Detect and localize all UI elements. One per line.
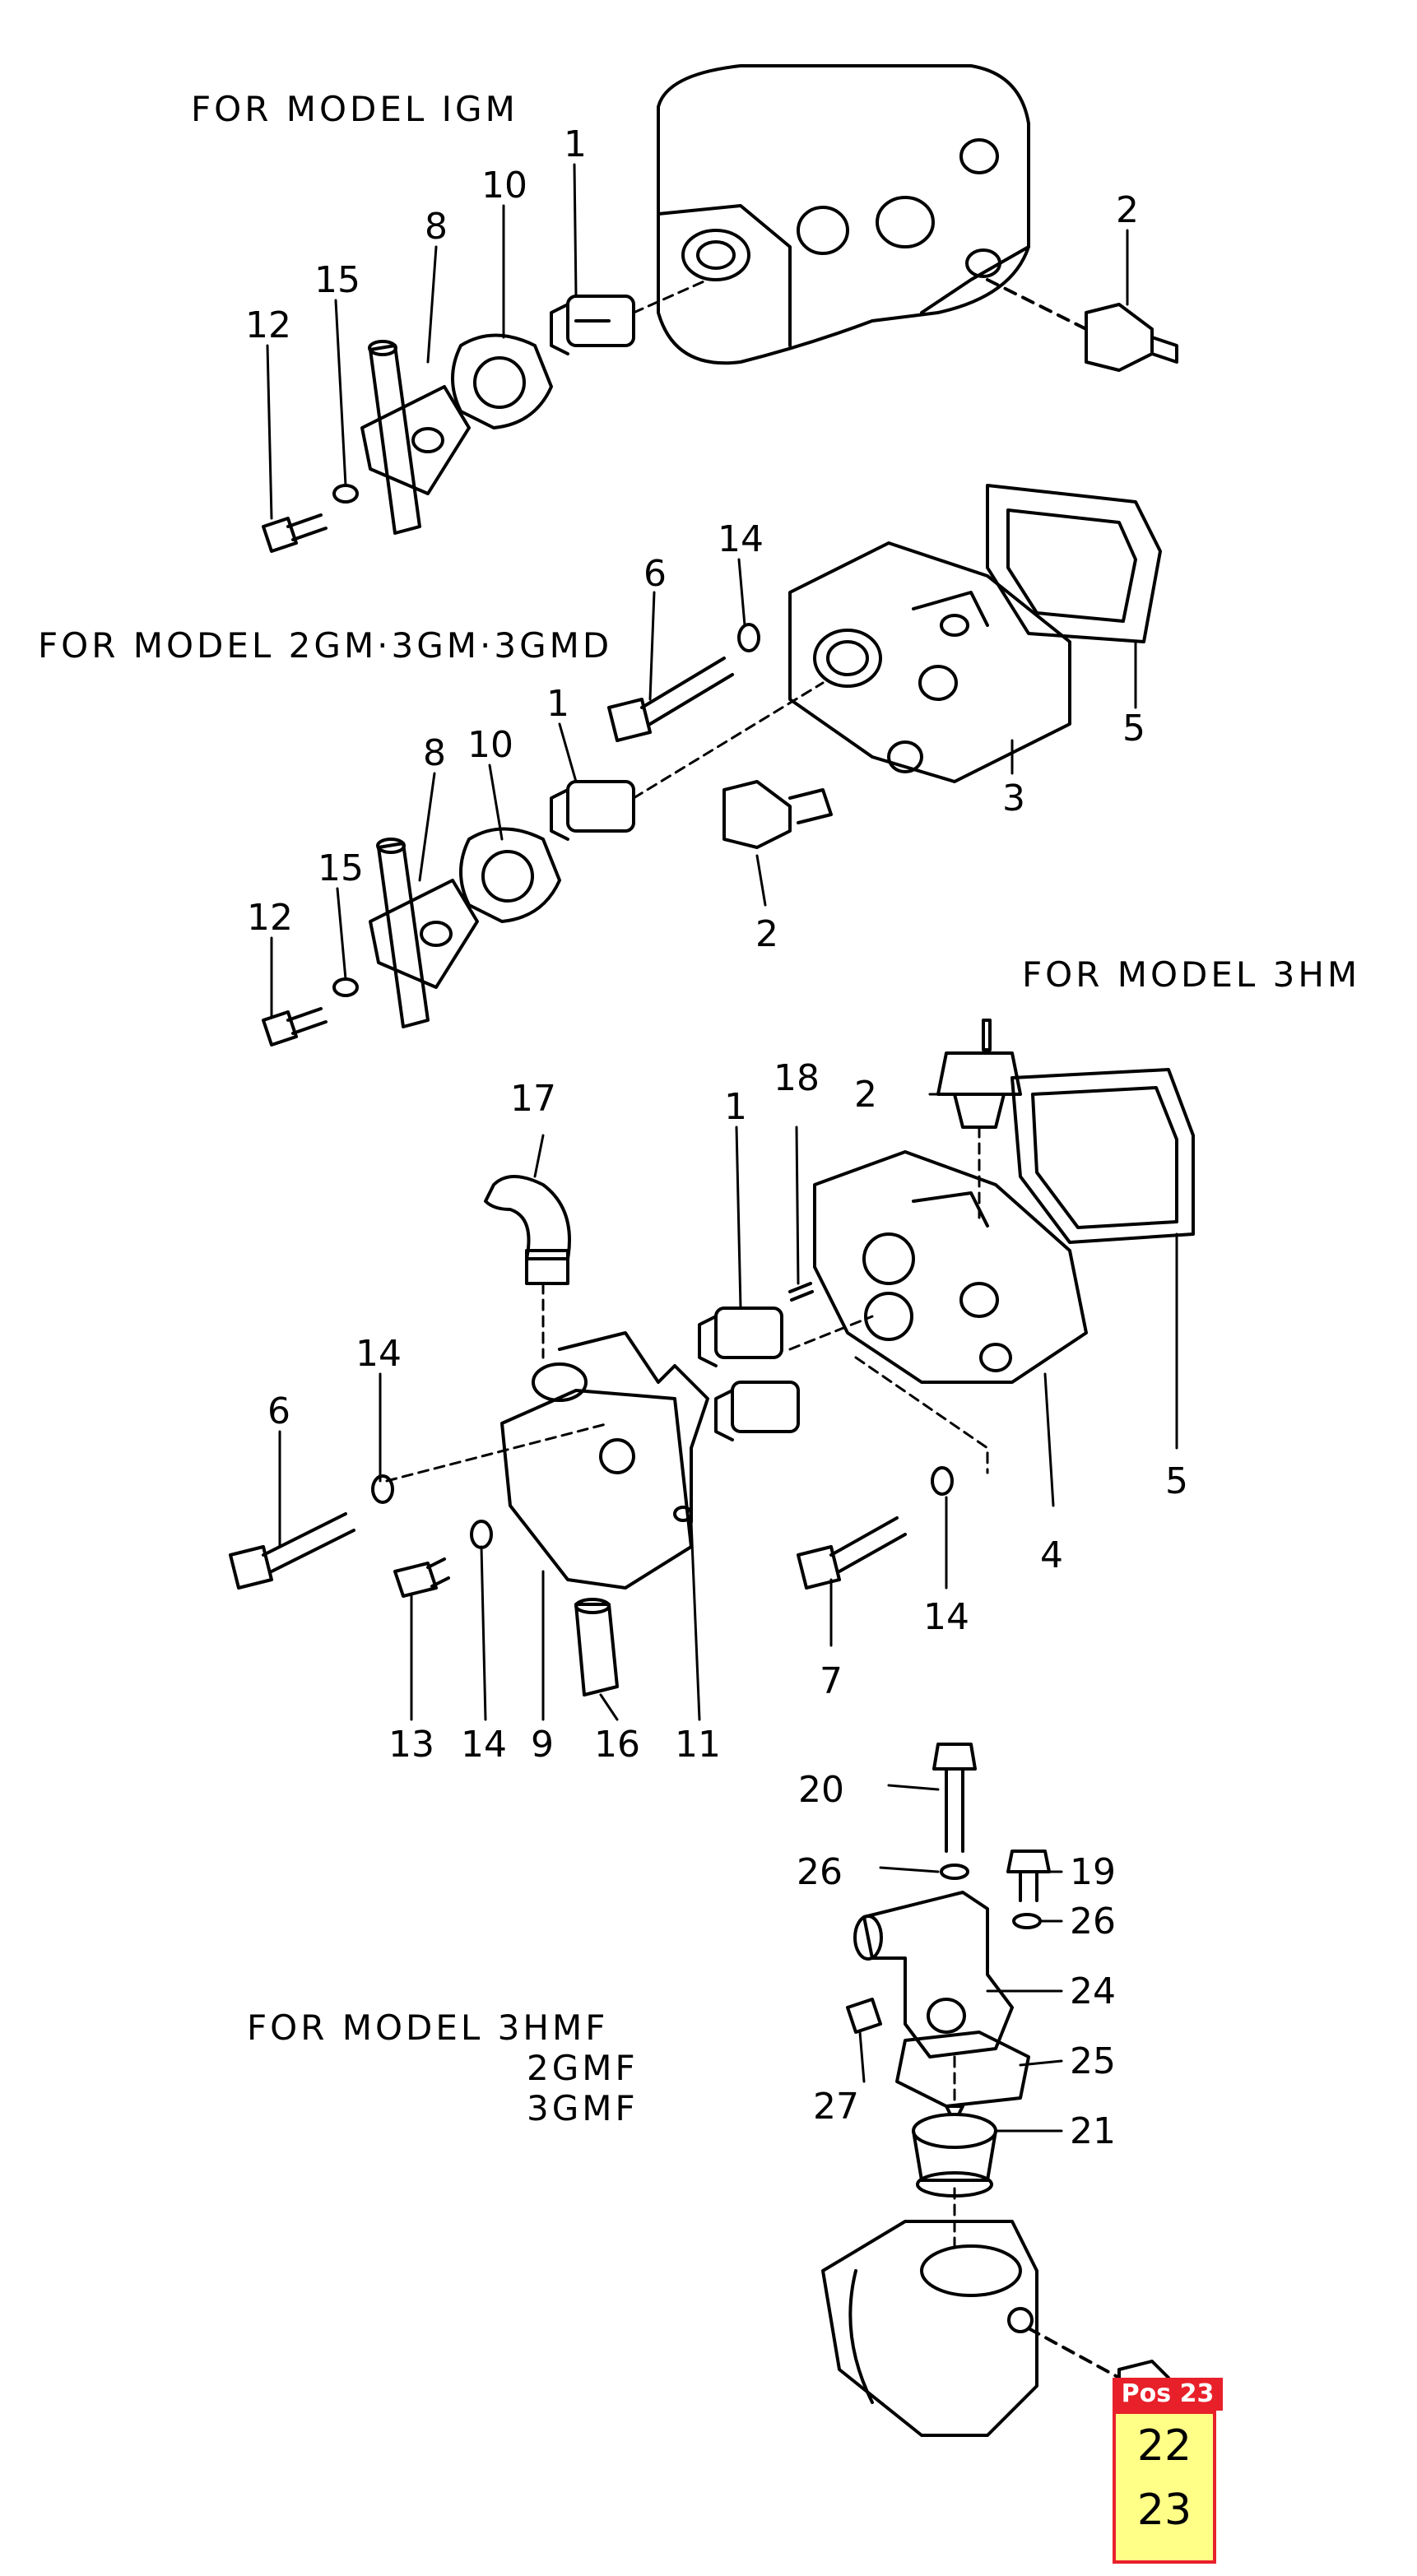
position-tag-label[interactable]: Pos 23 bbox=[1113, 2378, 1223, 2411]
plug-3hm bbox=[574, 1598, 619, 1696]
position-tag-numbers[interactable]: 22 23 bbox=[1113, 2411, 1216, 2564]
callout-c4: 10 bbox=[481, 165, 527, 207]
sender-unit-2gm bbox=[722, 780, 833, 849]
section-title-1gm: FOR MODEL IGM bbox=[191, 89, 518, 129]
bolt-2gm bbox=[262, 1007, 328, 1047]
callout-c26: 7 bbox=[820, 1660, 843, 1702]
callout-c22: 6 bbox=[267, 1390, 290, 1432]
callout-c37: 25 bbox=[1070, 2040, 1116, 2082]
thermostat-2gm bbox=[550, 780, 635, 841]
section-title-3hmf: FOR MODEL 3HMF 2GMF 3GMF bbox=[247, 2007, 658, 2128]
position-number-22[interactable]: 22 bbox=[1136, 2421, 1192, 2471]
section-title-3hmf-line1: FOR MODEL 3HMF bbox=[247, 2007, 609, 2048]
callout-c34: 19 bbox=[1070, 1851, 1116, 1893]
callout-c27: 13 bbox=[388, 1724, 434, 1766]
sender-unit-1gm bbox=[986, 278, 1178, 372]
sender-unit-3hm bbox=[936, 1019, 1022, 1129]
washer-1gm bbox=[332, 484, 359, 504]
bolt-3hm-right bbox=[797, 1516, 907, 1590]
gasket-3hm bbox=[1010, 1068, 1195, 1244]
callout-c29: 9 bbox=[531, 1724, 554, 1766]
gasket-1gm bbox=[451, 333, 553, 429]
outlet-pipe-1gm bbox=[360, 340, 471, 535]
callout-c36: 24 bbox=[1070, 1970, 1116, 2012]
section-title-3hmf-line3: 3GMF bbox=[527, 2088, 639, 2128]
callout-c32: 20 bbox=[798, 1769, 844, 1811]
hose-3hm bbox=[484, 1175, 571, 1285]
section-title-3hmf-line2: 2GMF bbox=[527, 2048, 639, 2088]
gasket-2gm bbox=[986, 484, 1162, 643]
callout-c19: 18 bbox=[774, 1057, 820, 1099]
callout-c14: 5 bbox=[1122, 708, 1145, 750]
callout-c18: 1 bbox=[724, 1086, 747, 1128]
long-bolt-3hmf bbox=[932, 1743, 977, 1853]
callout-c25: 14 bbox=[923, 1596, 969, 1638]
cylinder-head-3hmf bbox=[821, 2220, 1038, 2437]
section-title-2gm-3gm: FOR MODEL 2GM·3GM·3GMD bbox=[38, 625, 613, 666]
long-bolt-3hm bbox=[229, 1512, 355, 1590]
elbow-housing-3hmf bbox=[853, 1891, 1014, 2058]
washer-2gm bbox=[737, 623, 760, 652]
callout-c23: 5 bbox=[1165, 1460, 1188, 1502]
callout-c38: 27 bbox=[813, 2086, 859, 2128]
callout-c16: 2 bbox=[755, 913, 778, 955]
outlet-pipe-2gm bbox=[369, 838, 479, 1028]
position-number-23[interactable]: 23 bbox=[1136, 2485, 1192, 2535]
callout-c12: 15 bbox=[318, 847, 364, 889]
callout-c5: 15 bbox=[314, 259, 360, 301]
gasket-3hmf bbox=[895, 2031, 1030, 2108]
washer-2gm-small bbox=[332, 977, 359, 997]
callout-c20: 2 bbox=[854, 1074, 877, 1116]
pin-3hm bbox=[788, 1282, 814, 1302]
thermostat-housing-3hm bbox=[813, 1150, 1088, 1384]
callout-c28: 14 bbox=[461, 1724, 507, 1766]
leader-lines bbox=[266, 163, 1178, 2133]
outlet-body-3hm bbox=[500, 1331, 709, 1590]
thermostat-1gm bbox=[550, 295, 635, 355]
callout-c31: 11 bbox=[675, 1724, 721, 1766]
callout-c6: 12 bbox=[245, 304, 291, 346]
callout-c7: 14 bbox=[718, 518, 764, 560]
callout-c3: 8 bbox=[425, 206, 448, 248]
callout-c17: 17 bbox=[510, 1078, 556, 1120]
callout-c30: 16 bbox=[594, 1724, 640, 1766]
plug-3hmf bbox=[846, 1998, 882, 2034]
callout-c1: 1 bbox=[564, 123, 587, 165]
short-bolt-3hmf bbox=[1006, 1850, 1051, 1902]
thermostat-housing-2gm bbox=[788, 541, 1071, 783]
callout-labels: 1 2 8 10 15 12 14 6 1 10 8 15 12 5 3 2 1… bbox=[245, 123, 1188, 2152]
cylinder-head-1gm bbox=[657, 64, 1030, 365]
callout-c35: 26 bbox=[1070, 1901, 1116, 1942]
callout-c11: 8 bbox=[423, 732, 446, 774]
callout-c39: 21 bbox=[1070, 2110, 1116, 2152]
callout-c10: 10 bbox=[467, 724, 513, 766]
callout-c13: 12 bbox=[247, 897, 293, 939]
gasket-2gm-small bbox=[459, 827, 561, 923]
callout-c33: 26 bbox=[797, 1851, 843, 1893]
bolt-1gm bbox=[262, 513, 328, 553]
callout-c21: 14 bbox=[355, 1333, 402, 1375]
washers-3hmf bbox=[940, 1864, 1042, 1929]
callout-c15: 3 bbox=[1002, 777, 1025, 819]
section-title-3hm: FOR MODEL 3HM bbox=[1022, 954, 1361, 995]
short-bolt-3hm bbox=[393, 1557, 450, 1598]
callout-c9: 1 bbox=[546, 683, 569, 725]
callout-c24: 4 bbox=[1040, 1534, 1063, 1576]
callout-c8: 6 bbox=[643, 553, 667, 595]
long-bolt-2gm bbox=[607, 657, 734, 742]
assembly-lines bbox=[385, 278, 989, 2248]
thermostat-3hm-upper bbox=[698, 1307, 783, 1367]
callout-c2: 2 bbox=[1116, 189, 1139, 231]
thermostat-3hm-lower bbox=[714, 1381, 800, 1441]
